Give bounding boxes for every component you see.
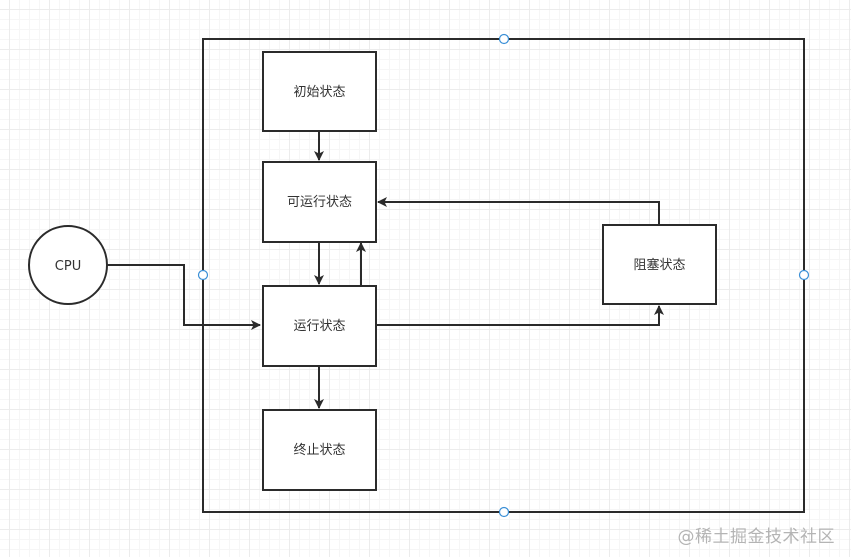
node-initial-label: 初始状态 — [293, 85, 345, 100]
node-terminated-label: 终止状态 — [293, 442, 345, 458]
resize-handle-left[interactable] — [197, 269, 209, 281]
resize-handle-right[interactable] — [798, 269, 810, 281]
edge-blocked-to-runnable[interactable] — [377, 197, 660, 225]
node-cpu[interactable]: CPU — [28, 225, 108, 305]
resize-handle-bottom[interactable] — [498, 506, 510, 518]
node-running-label: 运行状态 — [293, 319, 345, 334]
node-terminated[interactable]: 终止状态 — [262, 409, 377, 491]
resize-handle-top[interactable] — [498, 33, 510, 45]
node-runnable[interactable]: 可运行状态 — [262, 161, 377, 243]
node-running[interactable]: 运行状态 — [262, 285, 377, 367]
node-blocked[interactable]: 阻塞状态 — [602, 224, 717, 305]
node-runnable-label: 可运行状态 — [287, 195, 352, 210]
edge-cpu-to-running[interactable] — [107, 264, 261, 330]
node-initial[interactable]: 初始状态 — [262, 51, 377, 132]
node-cpu-label: CPU — [55, 259, 81, 274]
watermark: @稀土掘金技术社区 — [677, 527, 835, 547]
edge-running-to-blocked[interactable] — [376, 305, 664, 326]
node-blocked-label: 阻塞状态 — [633, 257, 685, 273]
